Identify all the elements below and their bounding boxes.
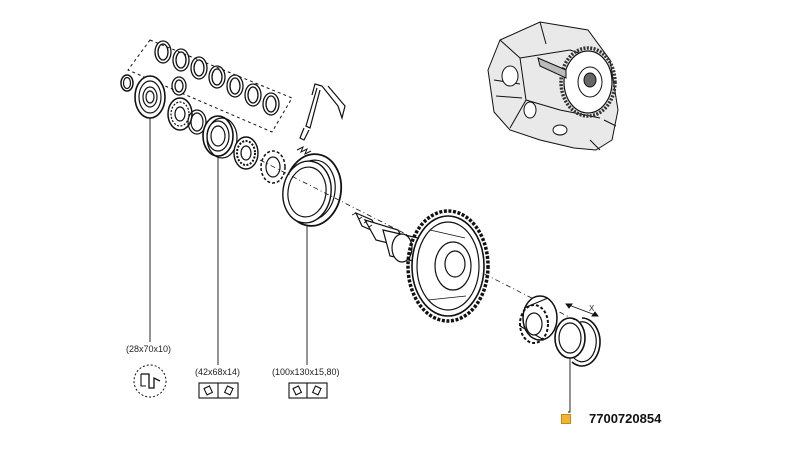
dimension-x-arrow — [565, 303, 599, 317]
bearing-small-symbol — [198, 382, 239, 399]
lip-seal — [134, 75, 166, 119]
right-circlip — [571, 317, 601, 367]
partno-leader — [568, 358, 571, 413]
lock-washer — [260, 150, 286, 184]
differential-assembly — [351, 209, 490, 323]
seal-dimension-label: (28x70x10) — [126, 344, 172, 354]
shim-set — [127, 39, 293, 133]
small-circlip — [120, 74, 134, 92]
right-seal — [554, 317, 586, 359]
bearing-cone — [167, 97, 193, 131]
bearing-large-symbol — [288, 382, 328, 399]
part-marker[interactable] — [561, 414, 571, 424]
roller-cage — [233, 136, 259, 170]
locating-pin — [296, 83, 346, 156]
seal-detail-symbol — [133, 364, 167, 398]
bearing-large-dimension-label: (100x130x15,80) — [272, 367, 340, 377]
dimension-x-label: X — [589, 304, 595, 313]
gearbox-housing — [487, 21, 619, 151]
right-bearing — [519, 295, 558, 344]
bearing-small-dimension-label: (42x68x14) — [195, 367, 241, 377]
spacer-ring — [187, 109, 207, 135]
bearing-100x130 — [282, 153, 343, 227]
leader-lines — [149, 118, 571, 413]
bearing-42x68x14 — [202, 115, 238, 159]
part-number[interactable]: 7700720854 — [589, 411, 662, 426]
